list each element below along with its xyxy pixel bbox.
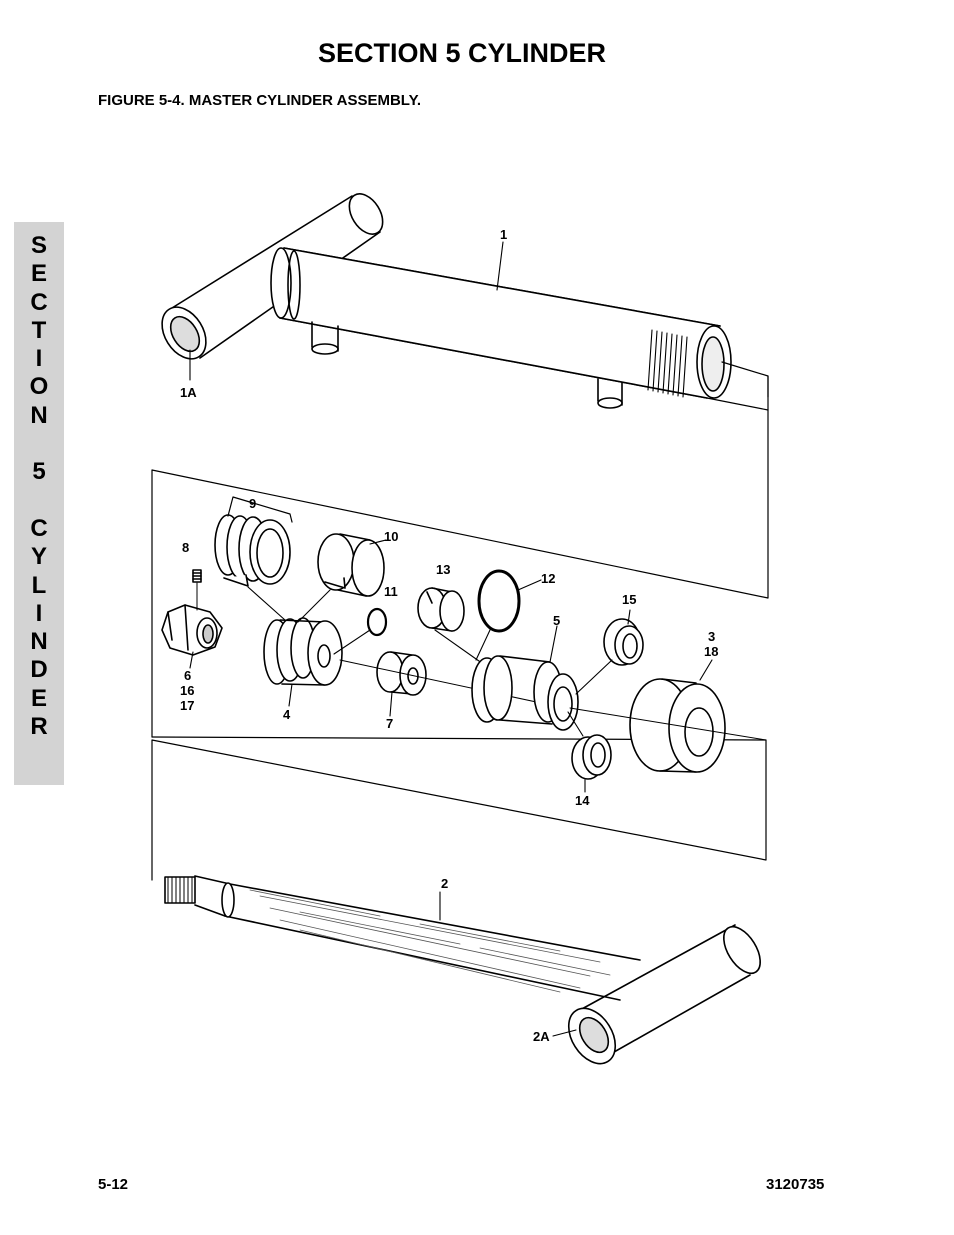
- wiper-part: [575, 609, 644, 695]
- side-tab-letter: N: [30, 401, 48, 429]
- document-number: 3120735: [766, 1176, 825, 1193]
- side-tab-letter: E: [30, 260, 47, 288]
- side-tab-letter: L: [31, 571, 47, 599]
- group-boundary-lower: [151, 736, 767, 881]
- section-side-tab: S E C T I O N 5 C Y L I N D E R: [14, 222, 64, 785]
- side-tab-letter: O: [29, 373, 49, 401]
- side-tab-letter: Y: [30, 543, 47, 571]
- o-ring-large-part: [477, 569, 521, 633]
- side-tab-letter: I: [35, 599, 43, 627]
- callout-17: 17: [180, 698, 194, 713]
- callout-15: 15: [622, 592, 636, 607]
- callout-4: 4: [283, 707, 291, 722]
- callout-18: 18: [704, 644, 718, 659]
- callout-1: 1: [500, 227, 507, 242]
- callout-2a: 2A: [533, 1029, 550, 1044]
- callout-2: 2: [441, 876, 448, 891]
- callout-3: 3: [708, 629, 715, 644]
- rod-seal-part: [567, 711, 612, 793]
- cylinder-head-part: [471, 625, 579, 731]
- backup-ring-part: [417, 587, 487, 667]
- piston-part: [263, 617, 343, 686]
- callout-12: 12: [541, 571, 555, 586]
- side-tab-letter: I: [35, 345, 43, 373]
- piston-rod-part: [164, 875, 761, 1065]
- side-tab-letter: S: [30, 232, 47, 259]
- side-tab-letters: S E C T I O N 5 C Y L I N D E R: [14, 232, 64, 741]
- o-ring-small-part: [366, 607, 388, 637]
- callout-9: 9: [249, 496, 256, 511]
- callout-7: 7: [386, 716, 393, 731]
- side-tab-letter: C: [30, 288, 48, 316]
- callout-14: 14: [575, 793, 590, 808]
- side-tab-letter: C: [30, 514, 48, 542]
- page-number: 5-12: [98, 1176, 129, 1193]
- side-tab-letter: N: [30, 628, 48, 656]
- cylinder-barrel-part: [161, 193, 769, 411]
- callout-5: 5: [553, 613, 560, 628]
- callout-13: 13: [436, 562, 450, 577]
- callout-10: 10: [384, 529, 398, 544]
- side-tab-letter: D: [30, 656, 48, 684]
- nut-part: [161, 604, 223, 656]
- side-tab-letter: E: [30, 684, 47, 712]
- callout-11: 11: [384, 584, 398, 599]
- group-boundary-upper: [151, 375, 769, 738]
- callout-8: 8: [182, 540, 189, 555]
- gland-nut-part: [569, 659, 767, 773]
- set-screw-part: [192, 569, 202, 611]
- spacer-part: [339, 651, 556, 707]
- callout-1a: 1A: [180, 385, 197, 400]
- figure-caption: FIGURE 5-4. MASTER CYLINDER ASSEMBLY.: [98, 92, 422, 109]
- side-tab-letter: R: [30, 713, 48, 741]
- side-tab-letter: 5: [32, 458, 46, 486]
- callout-6: 6: [184, 668, 191, 683]
- wear-ring-part: [297, 533, 387, 623]
- section-title: SECTION 5 CYLINDER: [317, 38, 607, 68]
- piston-seal-part: [214, 496, 293, 621]
- side-tab-letter: T: [31, 316, 47, 344]
- callout-16: 16: [180, 683, 194, 698]
